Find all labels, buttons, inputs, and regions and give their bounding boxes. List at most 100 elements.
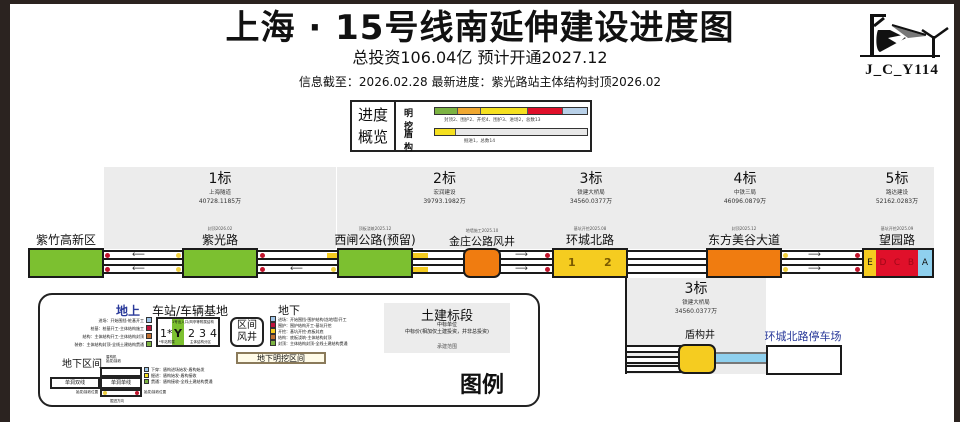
direction-arrow-left-icon: ⟵ <box>290 264 303 274</box>
legend-civil-scope: 承建范围 <box>436 344 457 350</box>
legend-note: 1号出入口/风亭等附属结构 <box>172 320 214 324</box>
legend-swatch <box>144 367 149 372</box>
section-title: 2标 <box>433 171 456 187</box>
page-title: 上海 · 15号线南延伸建设进度图 <box>225 8 735 48</box>
zone-cell-d: D <box>876 250 890 276</box>
shield-receive-dot <box>331 267 336 272</box>
direction-arrow-right-icon: ⟶ <box>515 264 528 274</box>
legend-text: 下穿：盾构进场始发-盾构始发 <box>151 367 205 372</box>
legend-civil-price: 中标价(相加仅土建投资，并非总投资) <box>405 329 489 335</box>
direction-arrow-left-icon: ⟵ <box>132 264 145 274</box>
shield-launch-dot <box>105 253 110 258</box>
legend: 地上 车站/车辆基地 地下 进场：开始围挡-桩基开工 桩基：桩基开工-主体结构施… <box>38 293 540 407</box>
legend-station-box: 1* Y 2 3 4 1号出入口/风亭等附属结构 *车站附属 主体结构分区 <box>156 317 220 347</box>
station-xizha-road[interactable] <box>337 248 413 278</box>
legend-open-cut-section: 地下明挖区间 <box>236 352 326 364</box>
legend-swatch <box>146 341 152 347</box>
overview-label: 明挖 <box>404 109 414 132</box>
station-huancheng-north-road[interactable]: 1 2 <box>552 248 628 278</box>
station-note: 顶板浇筑2025.12 <box>358 226 392 231</box>
overview-title-2: 概览 <box>357 128 388 146</box>
section-5-zone: 5标 路达建设 52162.0283万 <box>860 167 934 249</box>
legend-swatch <box>270 334 276 340</box>
segment <box>435 129 457 135</box>
vent-shaft-jinzhuang-road[interactable] <box>463 248 501 278</box>
station-ziguang-road[interactable] <box>182 248 258 278</box>
frame-right <box>954 0 960 422</box>
section-title: 3标 <box>684 281 708 297</box>
progress-bar-dungou <box>434 128 588 136</box>
station-label: 紫竹高新区 <box>35 233 96 247</box>
legend-launch-label: 始发/接收位置 <box>76 390 99 394</box>
overview-note: 封顶2、围护2、开挖4、围护3、进场2，总数13 <box>444 118 541 123</box>
legend-swatch <box>270 322 276 328</box>
page-subtitle: 总投资106.04亿 预计开通2027.12 <box>352 48 608 67</box>
zone-cell: 2 <box>604 256 612 269</box>
shield-launch-dot <box>855 253 860 258</box>
legend-single-line: 单洞单线 <box>100 377 142 389</box>
direction-arrow-right-icon: ⟶ <box>515 250 528 260</box>
section-amount: 46096.0879万 <box>723 198 767 205</box>
progress-overview: 进度 概览 明挖 封顶2、围护2、开挖4、围护3、进场2，总数13 盾构 掘进1… <box>350 100 592 153</box>
shield-shaft-label: 盾构井 <box>685 330 715 341</box>
legend-text: 贯通：盾构接收-全线土建结构贯通 <box>151 379 213 384</box>
direction-arrow-right-icon: ⟶ <box>808 264 821 274</box>
section-amount: 52162.0283万 <box>875 198 919 205</box>
station-wangyuan-road[interactable]: E D C B A <box>862 248 934 278</box>
section-amount: 40728.1185万 <box>198 198 242 205</box>
overview-note: 掘进1，总数14 <box>464 139 496 144</box>
legend-cell: 2 <box>188 327 195 340</box>
section-company: 铁建大桥局 <box>682 300 710 306</box>
shield-shaft[interactable] <box>678 344 716 374</box>
station-zizhu-hi-tech[interactable] <box>28 248 104 278</box>
legend-text: 封顶：主体结构封顶-全线土建结构贯通 <box>278 341 348 346</box>
track-down <box>624 264 708 274</box>
legend-above-ground: 地上 <box>116 304 141 318</box>
depot-label: 环城北路停车场 <box>764 330 842 343</box>
legend-y-fill <box>172 319 184 345</box>
station-label: 东方美谷大道 <box>707 233 780 247</box>
legend-launch-label-2: 始发/接收位置 <box>144 390 167 394</box>
excavation-fill <box>412 253 428 258</box>
overview-title-1: 进度 <box>357 106 388 124</box>
legend-swatch <box>270 316 276 322</box>
zone-cell-c: C <box>890 250 904 276</box>
station-note: 基坑开挖2025.08 <box>573 226 607 231</box>
legend-text: 桩基：桩基开工-主体结构施工 <box>90 326 144 331</box>
zone-cell-e: E <box>864 250 876 276</box>
zone-cell-a: A <box>918 250 932 276</box>
station-label: 望园路 <box>878 233 915 247</box>
segment <box>435 108 458 114</box>
section-company: 宏润建设 <box>433 190 456 196</box>
section-amount: 34560.0377万 <box>569 198 613 205</box>
legend-text: 结构：底板浇筑-主体结构封顶 <box>278 335 332 340</box>
direction-arrow-right-icon: ⟶ <box>808 250 821 260</box>
segment <box>457 108 481 114</box>
track-up <box>780 250 864 260</box>
legend-dot <box>135 391 139 395</box>
legend-swatch <box>270 340 276 346</box>
legend-cell: 1* <box>160 327 173 340</box>
station-label: 环城北路 <box>565 233 614 247</box>
section-title: 3标 <box>579 171 603 187</box>
shield-receive-dot <box>783 253 788 258</box>
station-note: 封顶2025.12 <box>731 226 757 231</box>
excavation-fill <box>412 267 428 272</box>
depot-huancheng-north-road[interactable] <box>766 345 842 375</box>
shield-launch-dot <box>260 253 265 258</box>
legend-swatch <box>146 325 152 331</box>
legend-text: 掘进：盾构始发-盾构接收 <box>151 373 197 378</box>
legend-swatch <box>144 379 149 384</box>
station-dongfang-meigu-avenue[interactable] <box>706 248 782 278</box>
depot-connector <box>716 352 768 364</box>
depot-track <box>625 365 681 373</box>
section-amount: 34560.0377万 <box>674 308 718 315</box>
station-note: 基坑开挖2025.09 <box>880 226 914 231</box>
section-amount: 39793.1982万 <box>423 198 466 205</box>
zone-cell: 1 <box>568 256 576 269</box>
branch-line <box>625 278 627 374</box>
legend-swatch <box>270 328 276 334</box>
legend-tunnel-track <box>100 389 142 397</box>
overview-label: 盾构 <box>404 130 414 153</box>
legend-text: 结构：主体结构开工-主体结构封顶 <box>82 334 144 339</box>
